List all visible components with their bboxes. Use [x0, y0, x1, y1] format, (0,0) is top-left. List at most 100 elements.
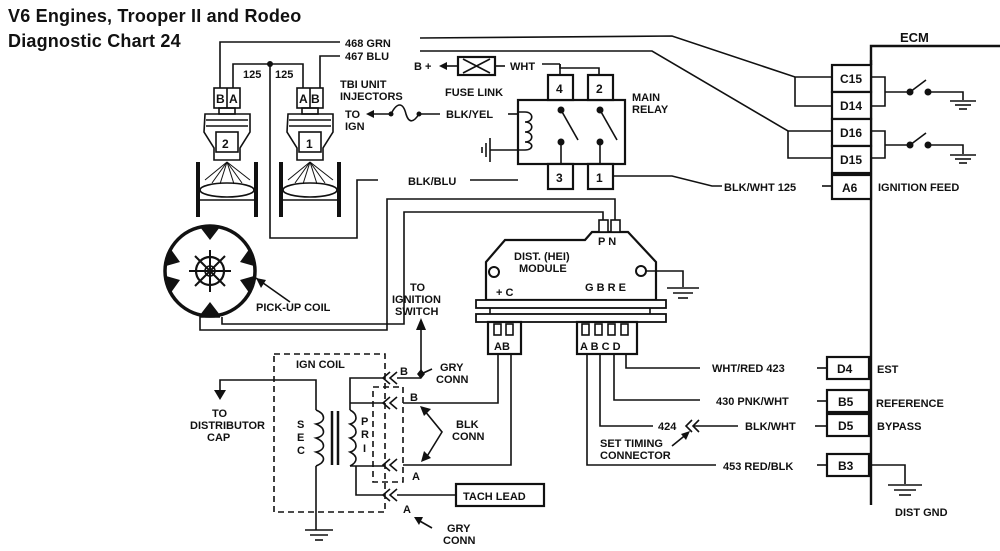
gry-conn-bottom-label-1: GRY	[447, 523, 471, 535]
ecm-pin-d15[interactable]: D15	[830, 144, 873, 175]
svg-text:D15: D15	[840, 153, 862, 167]
est-label: EST	[877, 364, 899, 376]
diagram-title: V6 Engines, Trooper II and Rodeo	[8, 6, 302, 26]
main-relay[interactable]: 4 2 3 1 MAIN RELAY	[481, 73, 669, 191]
tbi-injectors-label-1: TBI UNIT	[340, 79, 387, 91]
module-label-2: MODULE	[519, 263, 567, 275]
conn-ab-label: AB	[494, 341, 510, 353]
svg-text:TO: TO	[345, 109, 361, 121]
wire-467-blu: 467 BLU	[319, 50, 832, 159]
gry-conn-bottom[interactable]: A	[381, 488, 455, 516]
ignition-coil[interactable]: IGN COIL S E C P R I	[214, 353, 386, 541]
ecm-pin-b3[interactable]: B3	[825, 452, 871, 478]
ecm-pin-a6[interactable]: A6	[830, 173, 873, 201]
svg-text:C15: C15	[840, 72, 862, 86]
svg-text:430 PNK/WHT: 430 PNK/WHT	[716, 396, 789, 408]
bypass-label: BYPASS	[877, 421, 921, 433]
svg-text:B: B	[400, 366, 408, 378]
pickup-coil[interactable]	[163, 224, 291, 318]
svg-text:B5: B5	[838, 395, 854, 409]
wire-blk-wht-125: BLK/WHT 125	[613, 175, 832, 194]
bplus-label: B +	[414, 61, 431, 73]
reference-label: REFERENCE	[876, 398, 944, 410]
fuse-link-label: FUSE LINK	[445, 87, 503, 99]
dist-ground	[869, 464, 922, 496]
svg-text:I: I	[363, 443, 366, 455]
svg-text:TO: TO	[410, 282, 426, 294]
ecm-internal-switch-1	[871, 76, 976, 110]
svg-text:S: S	[297, 419, 304, 431]
ecm-pin-b5[interactable]: B5	[825, 388, 871, 414]
main-relay-label-1: MAIN	[632, 92, 660, 104]
to-dist-cap-label-2: DISTRIBUTOR	[190, 420, 265, 432]
svg-text:B: B	[311, 92, 320, 106]
gry-conn-bottom-label-2: CONN	[443, 535, 475, 547]
svg-text:C: C	[297, 445, 305, 457]
svg-text:TACH LEAD: TACH LEAD	[463, 491, 526, 503]
svg-text:468 GRN: 468 GRN	[345, 38, 391, 50]
injector-2[interactable]: B A 2	[196, 87, 258, 217]
svg-text:A: A	[412, 471, 420, 483]
fuse-link[interactable]: B + WHT FUSE LINK	[414, 55, 600, 99]
to-dist-cap-label-3: CAP	[207, 432, 230, 444]
spray-pattern	[287, 161, 334, 185]
svg-text:453 RED/BLK: 453 RED/BLK	[723, 461, 793, 473]
module-to-coil-wires	[403, 354, 512, 466]
ecm-pin-d5[interactable]: D5	[825, 412, 871, 438]
svg-text:IGNITION: IGNITION	[392, 294, 441, 306]
arrow-icon	[414, 517, 423, 525]
ecm-internal-switch-2	[871, 130, 976, 164]
plus-c-label: + C	[496, 287, 513, 299]
svg-text:D5: D5	[838, 419, 854, 433]
blk-conn-pointer	[420, 406, 443, 462]
injector-1[interactable]: A B 1	[279, 87, 341, 217]
dist-gnd-label: DIST GND	[895, 507, 948, 519]
svg-text:467 BLU: 467 BLU	[345, 51, 389, 63]
set-timing-label-1: SET TIMING	[600, 438, 663, 450]
blk-conn-b[interactable]: B	[381, 392, 418, 410]
svg-text:B: B	[216, 92, 225, 106]
ecm-pin-d14[interactable]: D14	[830, 90, 873, 121]
conn-abcd-label: A B C D	[580, 341, 621, 353]
set-timing-label-2: CONNECTOR	[600, 450, 671, 462]
wire-125-injector-feed: 125 125 BLK/BLU	[232, 61, 518, 239]
blk-conn-label-2: CONN	[452, 431, 484, 443]
arrow-up-icon	[416, 318, 426, 330]
svg-text:B: B	[410, 392, 418, 404]
arrow-left-icon	[439, 62, 447, 70]
resistor-wire-icon	[390, 104, 420, 122]
svg-text:BLK/WHT 125: BLK/WHT 125	[724, 182, 796, 194]
primary-winding-icon	[347, 409, 357, 467]
wire-468-grn: 468 GRN	[219, 35, 832, 107]
diagram-subtitle: Diagnostic Chart 24	[8, 31, 181, 51]
svg-text:1: 1	[306, 137, 313, 151]
module-label-1: DIST. (HEI)	[514, 251, 570, 263]
arrow-down-icon	[214, 390, 226, 400]
to-ign-wire: TO IGN BLK/YEL	[345, 104, 520, 133]
svg-text:B3: B3	[838, 459, 854, 473]
tbi-injectors-label-2: INJECTORS	[340, 91, 403, 103]
svg-text:3: 3	[556, 171, 563, 185]
ignition-feed-label: IGNITION FEED	[878, 182, 959, 194]
ecm-top-edge	[869, 44, 1000, 65]
svg-text:BLK/WHT: BLK/WHT	[745, 421, 796, 433]
svg-text:E: E	[297, 432, 304, 444]
gry-conn-top[interactable]: B	[381, 366, 421, 385]
svg-text:424: 424	[658, 421, 677, 433]
ecm-pin-c15[interactable]: C15	[830, 63, 873, 94]
svg-text:SWITCH: SWITCH	[395, 306, 438, 318]
ecm-pin-d4[interactable]: D4	[825, 355, 871, 381]
ign-coil-label: IGN COIL	[296, 359, 345, 371]
svg-text:P: P	[361, 416, 368, 428]
ecm-pin-d16[interactable]: D16	[830, 117, 873, 148]
svg-text:1: 1	[596, 171, 603, 185]
blk-conn-a[interactable]: A	[381, 458, 420, 483]
svg-text:WHT/RED 423: WHT/RED 423	[712, 363, 785, 375]
hei-module[interactable]: P N DIST. (HEI) MODULE + C G B R E AB A …	[475, 219, 699, 356]
tach-lead[interactable]: TACH LEAD	[454, 482, 546, 508]
pickup-coil-label: PICK-UP COIL	[256, 302, 331, 314]
relay-coil-icon	[518, 111, 533, 151]
svg-text:BLK/YEL: BLK/YEL	[446, 109, 493, 121]
gry-conn-top-label-1: GRY	[440, 362, 464, 374]
